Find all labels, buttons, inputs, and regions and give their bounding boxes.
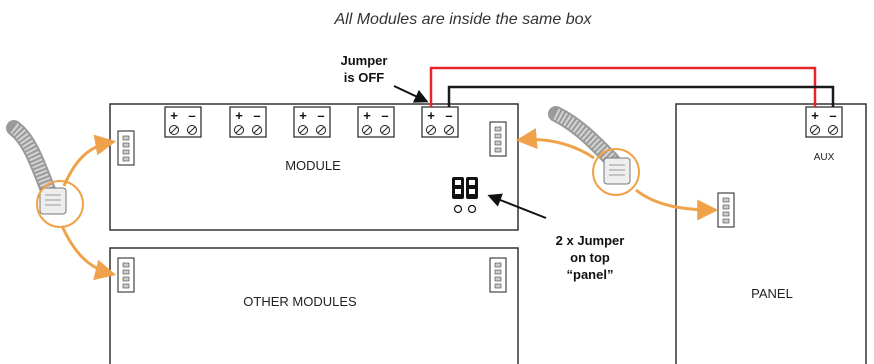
panel-label: PANEL xyxy=(751,286,793,301)
other-modules-right-connector-icon xyxy=(489,257,507,293)
right-cable-arrow-to-panel xyxy=(635,188,719,221)
diagram-title: All Modules are inside the same box xyxy=(333,11,592,28)
other-modules-label: OTHER MODULES xyxy=(243,294,357,309)
other-modules-left-connector-icon xyxy=(117,257,135,293)
panel-connector-icon xyxy=(717,192,735,228)
callout-jumper-on-line3: “panel” xyxy=(567,267,614,282)
left-cable-arrow-to-module xyxy=(62,134,117,187)
callout-jumper-on-line1: 2 x Jumper xyxy=(556,233,625,248)
module-label: MODULE xyxy=(285,158,341,173)
module-right-connector-icon xyxy=(489,121,507,157)
module-terminal-1: + – xyxy=(164,106,202,138)
terminal-plus-sign: + xyxy=(299,108,307,123)
callout-jumper-off-arrow xyxy=(393,85,429,103)
left-cable-arrow-to-other-modules xyxy=(60,225,117,281)
callout-jumper-on-line2: on top xyxy=(570,250,610,265)
callout-jumper-on-arrow xyxy=(487,193,547,219)
left-ribbon-cable-icon xyxy=(6,120,84,228)
panel-box xyxy=(675,103,867,364)
right-cable-arrow-to-module xyxy=(515,128,595,160)
terminal-plus-sign: + xyxy=(427,108,435,123)
terminal-minus-sign: – xyxy=(188,108,195,123)
module-terminal-5-power: + – xyxy=(421,106,459,138)
terminal-minus-sign: – xyxy=(317,108,324,123)
terminal-plus-sign: + xyxy=(235,108,243,123)
aux-terminal: + – xyxy=(805,106,843,138)
terminal-minus-sign: – xyxy=(253,108,260,123)
callout-jumper-off-line2: is OFF xyxy=(344,70,385,85)
terminal-minus-sign: – xyxy=(381,108,388,123)
module-terminal-3: + – xyxy=(293,106,331,138)
module-terminals: + – + – + – + – + – xyxy=(164,106,459,138)
terminal-plus-sign: + xyxy=(363,108,371,123)
jumper-icon xyxy=(452,177,478,214)
aux-minus-sign: – xyxy=(829,108,836,123)
module-terminal-4: + – xyxy=(357,106,395,138)
callout-jumper-off-line1: Jumper xyxy=(341,53,388,68)
terminal-plus-sign: + xyxy=(170,108,178,123)
other-modules-box xyxy=(109,247,519,364)
module-left-connector-icon xyxy=(117,130,135,166)
black-ground-wire xyxy=(447,85,835,107)
module-terminal-2: + – xyxy=(229,106,267,138)
terminal-minus-sign: – xyxy=(445,108,452,123)
aux-plus-sign: + xyxy=(811,108,819,123)
right-ribbon-cable-icon xyxy=(548,106,640,196)
aux-label: AUX xyxy=(814,152,835,163)
